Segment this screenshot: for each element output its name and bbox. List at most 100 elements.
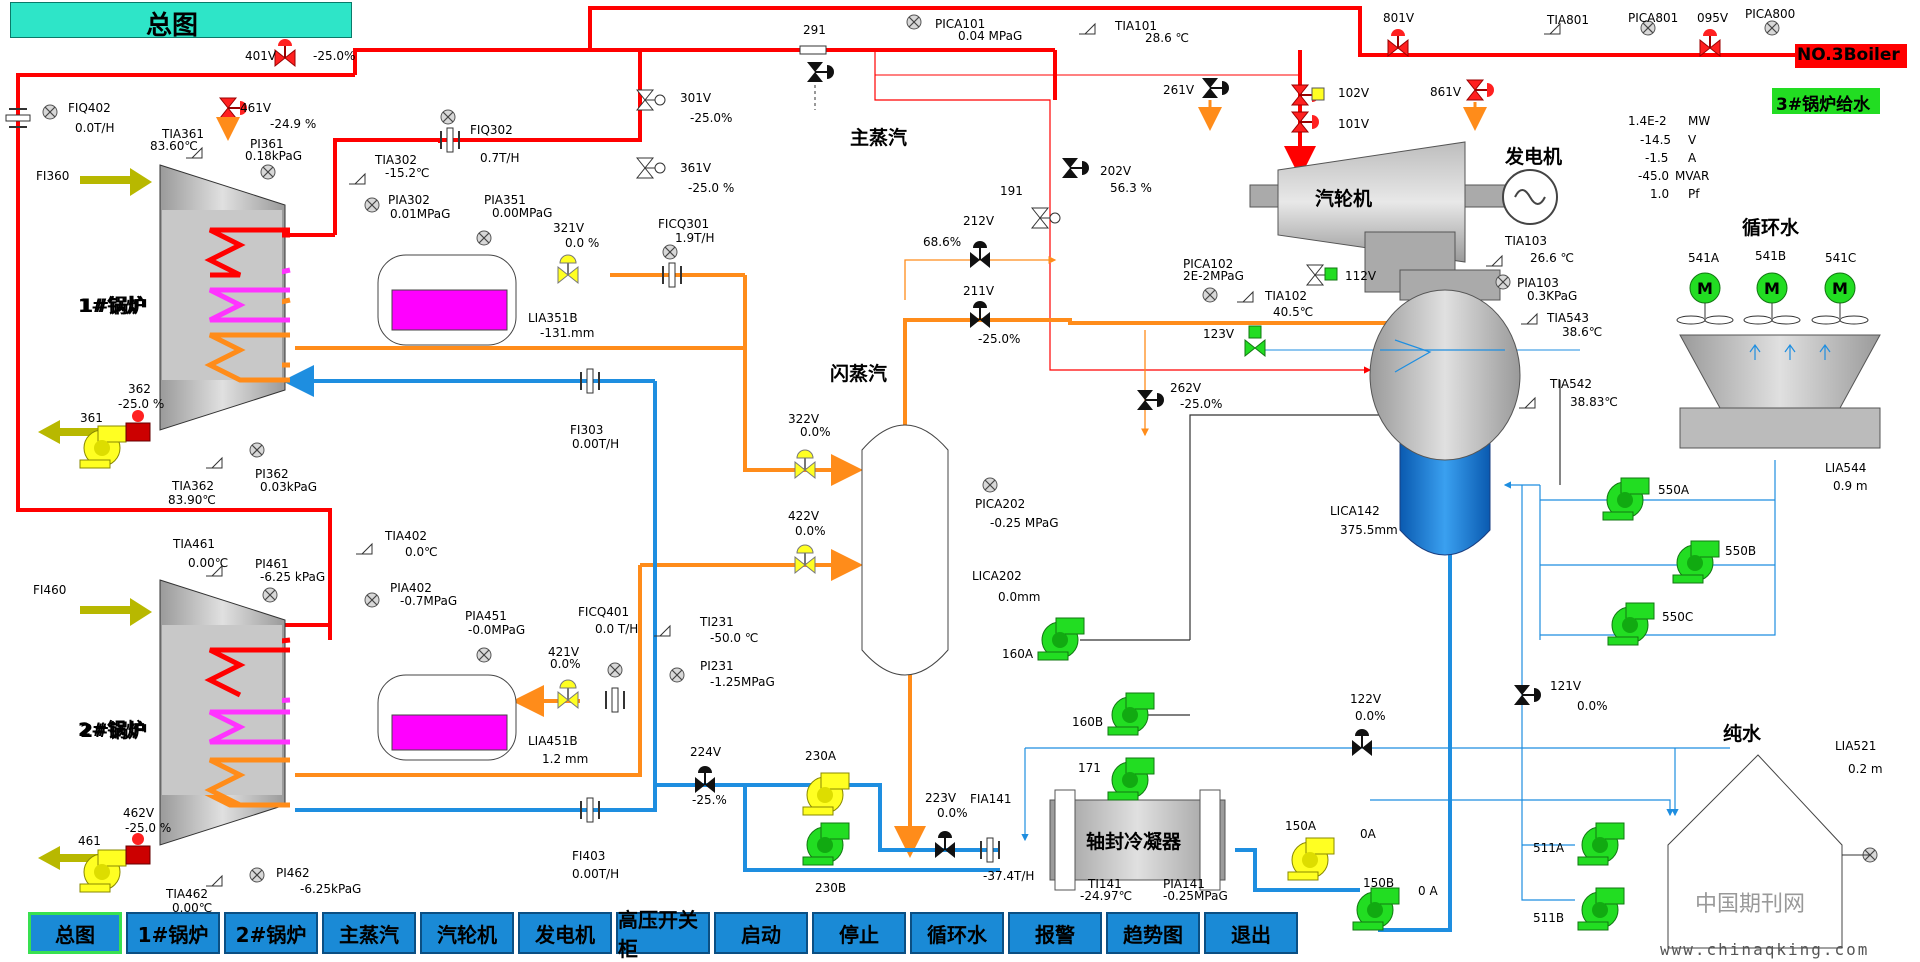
gen-val-3: -45.0 bbox=[1638, 169, 1669, 183]
svg-text:PICA800: PICA800 bbox=[1745, 7, 1795, 21]
nav-start[interactable]: 启动 bbox=[714, 912, 808, 954]
svg-text:375.5mm: 375.5mm bbox=[1340, 523, 1398, 537]
svg-text:262V: 262V bbox=[1170, 381, 1202, 395]
pump-150a[interactable] bbox=[1287, 837, 1335, 881]
svg-text:1#锅炉: 1#锅炉 bbox=[78, 294, 145, 317]
gland-condenser-label: 轴封冷凝器 bbox=[1086, 830, 1182, 853]
pump-550b[interactable] bbox=[1672, 540, 1720, 584]
nav-circulating-water[interactable]: 循环水 bbox=[910, 912, 1004, 954]
valve-321v[interactable] bbox=[557, 254, 579, 284]
pump-171[interactable] bbox=[1107, 757, 1155, 801]
gland-condenser[interactable]: 轴封冷凝器 bbox=[1049, 789, 1226, 891]
valve-861v[interactable] bbox=[1466, 79, 1495, 101]
valve-322v[interactable] bbox=[794, 449, 816, 479]
svg-text:0.00℃: 0.00℃ bbox=[188, 556, 228, 570]
svg-text:550C: 550C bbox=[1662, 610, 1693, 624]
valve-095v[interactable] bbox=[1699, 28, 1721, 57]
nav-alarm[interactable]: 报警 bbox=[1008, 912, 1102, 954]
svg-text:0.00℃: 0.00℃ bbox=[172, 901, 212, 915]
pump-511b[interactable] bbox=[1577, 887, 1625, 931]
meter-ficq401 bbox=[605, 687, 625, 713]
svg-text:-0.25MPaG: -0.25MPaG bbox=[1163, 889, 1228, 903]
pump-230b[interactable] bbox=[802, 822, 850, 866]
svg-text:-6.25kPaG: -6.25kPaG bbox=[300, 882, 361, 896]
nav-exit[interactable]: 退出 bbox=[1204, 912, 1298, 954]
valve-362[interactable] bbox=[125, 410, 151, 442]
svg-text:230B: 230B bbox=[815, 881, 846, 895]
nav-hv-switchgear[interactable]: 高压开关柜 bbox=[616, 908, 710, 961]
valve-462v[interactable] bbox=[125, 833, 151, 865]
valve-101v[interactable] bbox=[1291, 111, 1320, 133]
svg-text:38.6℃: 38.6℃ bbox=[1562, 325, 1602, 339]
valve-191[interactable] bbox=[1031, 207, 1061, 229]
svg-text:202V: 202V bbox=[1100, 164, 1132, 178]
drum-351[interactable] bbox=[377, 254, 517, 346]
nav-main-steam[interactable]: 主蒸汽 bbox=[322, 912, 416, 954]
fan-541b[interactable] bbox=[1743, 272, 1801, 325]
pump-230a[interactable] bbox=[802, 772, 850, 816]
boiler-badge-text: NO.3Boiler bbox=[1797, 45, 1900, 65]
valve-122v[interactable] bbox=[1351, 728, 1373, 757]
pump-550c[interactable] bbox=[1607, 602, 1655, 646]
pump-550a[interactable] bbox=[1602, 477, 1650, 521]
svg-text:1.2 mm: 1.2 mm bbox=[542, 752, 588, 766]
valve-212v[interactable] bbox=[969, 240, 991, 269]
nav-trend[interactable]: 趋势图 bbox=[1106, 912, 1200, 954]
pure-water-tank[interactable]: 纯水 bbox=[1667, 722, 1843, 949]
valve-801v[interactable] bbox=[1387, 28, 1409, 57]
nav-overview[interactable]: 总图 bbox=[28, 912, 122, 954]
svg-text:212V: 212V bbox=[963, 214, 995, 228]
valve-261v[interactable] bbox=[1201, 77, 1230, 99]
valve-361v[interactable] bbox=[636, 157, 666, 179]
svg-text:-24.97℃: -24.97℃ bbox=[1080, 889, 1132, 903]
svg-text:LIA544: LIA544 bbox=[1825, 461, 1866, 475]
valve-223v[interactable] bbox=[934, 830, 956, 859]
pump-150b[interactable] bbox=[1352, 887, 1400, 931]
valve-262v[interactable] bbox=[1136, 389, 1165, 411]
svg-text:-37.4T/H: -37.4T/H bbox=[983, 869, 1034, 883]
fan-541c[interactable] bbox=[1811, 272, 1869, 325]
svg-text:0.01MPaG: 0.01MPaG bbox=[390, 207, 450, 221]
svg-text:TIA101: TIA101 bbox=[1114, 19, 1157, 33]
flash-tank[interactable] bbox=[861, 424, 949, 676]
cooling-tower[interactable]: 循环水 bbox=[1679, 216, 1881, 449]
svg-text:-25.0%: -25.0% bbox=[1180, 397, 1222, 411]
nav-turbine[interactable]: 汽轮机 bbox=[420, 912, 514, 954]
svg-text:0 A: 0 A bbox=[1418, 884, 1438, 898]
svg-text:102V: 102V bbox=[1338, 86, 1370, 100]
valve-421v[interactable] bbox=[557, 679, 579, 709]
nav-stop[interactable]: 停止 bbox=[812, 912, 906, 954]
gen-val-2: -1.5 bbox=[1645, 151, 1668, 165]
drum-451[interactable] bbox=[377, 674, 517, 761]
pump-511a[interactable] bbox=[1577, 822, 1625, 866]
nav-generator[interactable]: 发电机 bbox=[518, 912, 612, 954]
condenser[interactable] bbox=[1364, 231, 1521, 556]
svg-text:PI461: PI461 bbox=[255, 557, 289, 571]
svg-text:421V: 421V bbox=[548, 645, 580, 659]
nav-boiler-2[interactable]: 2#锅炉 bbox=[224, 912, 318, 954]
generator[interactable]: 发电机 bbox=[1502, 145, 1562, 225]
valve-291[interactable] bbox=[806, 61, 835, 83]
valve-202v[interactable] bbox=[1061, 157, 1090, 179]
nav-boiler-1[interactable]: 1#锅炉 bbox=[126, 912, 220, 954]
svg-text:LIA521: LIA521 bbox=[1835, 739, 1876, 753]
svg-text:261V: 261V bbox=[1163, 83, 1195, 97]
valve-211v[interactable] bbox=[969, 300, 991, 329]
svg-text:TIA801: TIA801 bbox=[1546, 13, 1589, 27]
boiler-badge bbox=[1795, 44, 1907, 68]
svg-text:FIA141: FIA141 bbox=[970, 792, 1012, 806]
valve-224v[interactable] bbox=[694, 765, 716, 794]
svg-text:LIA451B: LIA451B bbox=[528, 734, 578, 748]
fan-541a[interactable] bbox=[1676, 272, 1734, 325]
valve-401v[interactable] bbox=[274, 38, 296, 67]
pump-160a[interactable] bbox=[1037, 617, 1085, 661]
valve-422v[interactable] bbox=[794, 544, 816, 574]
pump-160b[interactable] bbox=[1107, 692, 1155, 736]
svg-text:0.0mm: 0.0mm bbox=[998, 590, 1040, 604]
valve-121v[interactable] bbox=[1513, 684, 1542, 706]
svg-text:TIA361: TIA361 bbox=[161, 127, 204, 141]
svg-text:0.0℃: 0.0℃ bbox=[405, 545, 438, 559]
valve-123v[interactable] bbox=[1244, 325, 1266, 358]
svg-text:211V: 211V bbox=[963, 284, 995, 298]
svg-text:FI403: FI403 bbox=[572, 849, 605, 863]
